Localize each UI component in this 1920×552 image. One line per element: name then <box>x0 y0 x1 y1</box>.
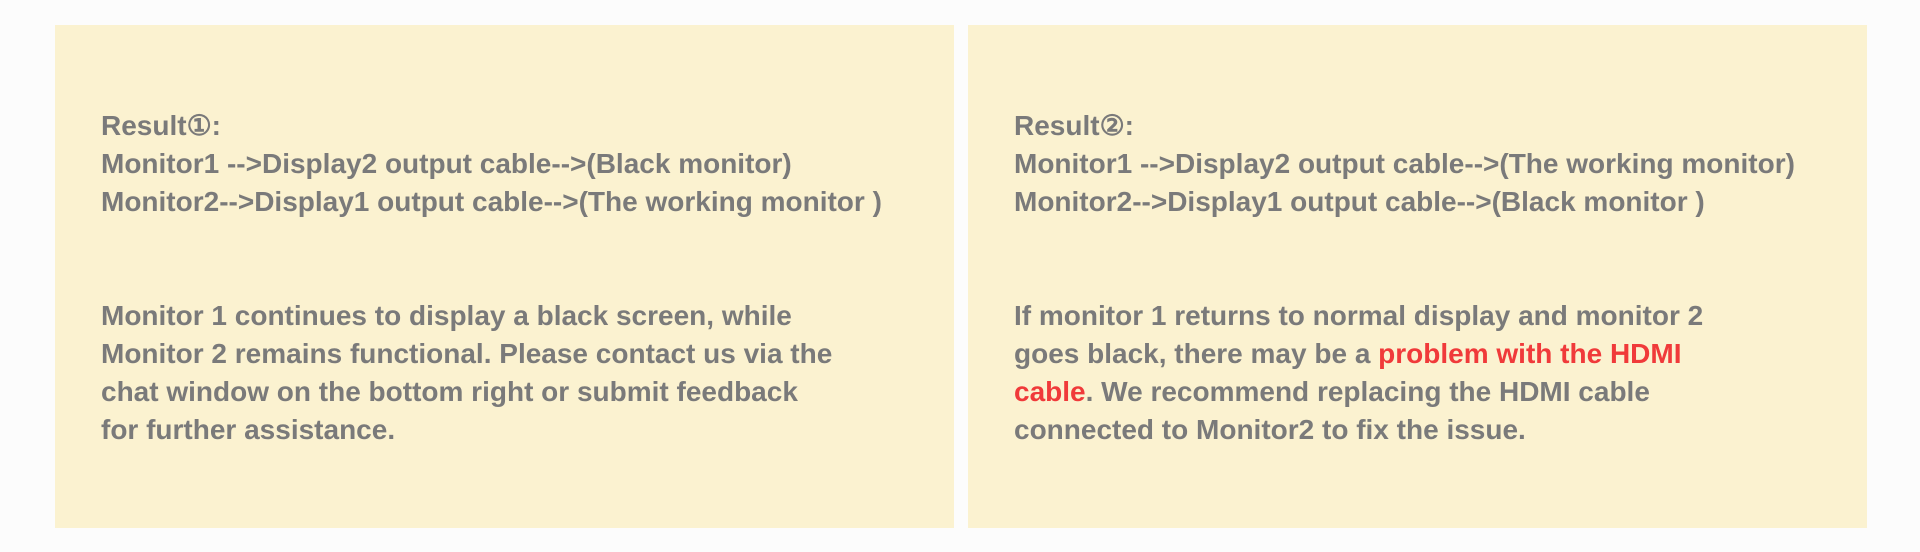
result-1-paragraph: Monitor 1 continues to display a black s… <box>101 300 833 445</box>
result-1-line-1: Monitor1 -->Display2 output cable-->(Bla… <box>101 148 792 179</box>
result-1-label: Result①: <box>101 110 221 141</box>
result-2-paragraph-highlight: problem with the HDMI cable <box>1014 338 1682 407</box>
result-2-card: Result②: Monitor1 -->Display2 output cab… <box>968 25 1867 528</box>
result-2-paragraph-before: If monitor 1 returns to normal display a… <box>1014 300 1704 369</box>
result-2-header: Result②: Monitor1 -->Display2 output cab… <box>1014 107 1859 221</box>
result-2-line-1: Monitor1 -->Display2 output cable-->(The… <box>1014 148 1795 179</box>
result-1-header: Result①: Monitor1 -->Display2 output cab… <box>101 107 946 221</box>
result-2-line-2: Monitor2-->Display1 output cable-->(Blac… <box>1014 186 1705 217</box>
result-2-label: Result②: <box>1014 110 1134 141</box>
result-1-line-2: Monitor2-->Display1 output cable-->(The … <box>101 186 882 217</box>
result-2-paragraph: If monitor 1 returns to normal display a… <box>1014 297 1764 449</box>
result-2-paragraph-after: . We recommend replacing the HDMI cable … <box>1014 376 1650 445</box>
result-1-card: Result①: Monitor1 -->Display2 output cab… <box>55 25 954 528</box>
